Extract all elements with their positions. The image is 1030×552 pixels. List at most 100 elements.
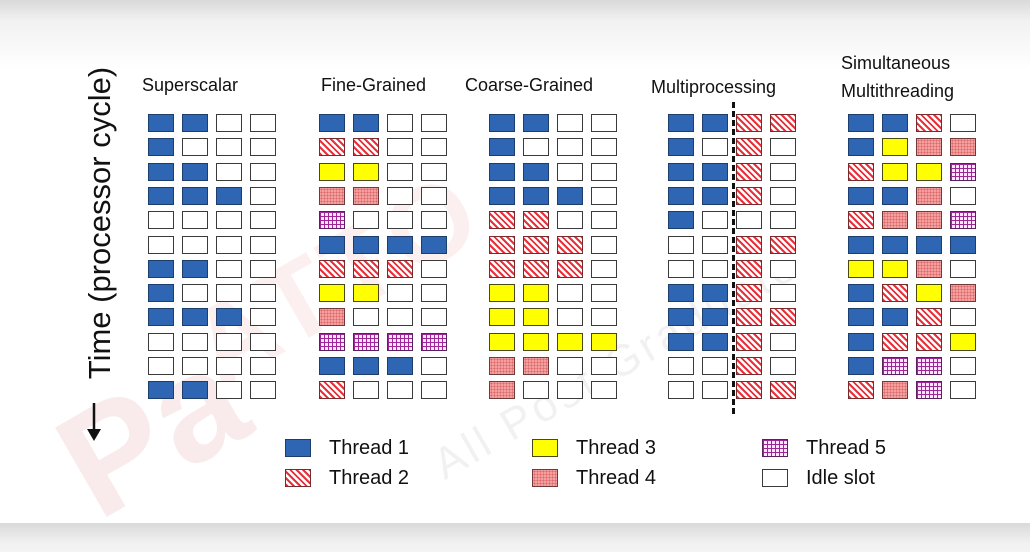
slot-cell — [591, 308, 617, 326]
slot-cell — [182, 260, 208, 278]
slot-cell — [216, 260, 242, 278]
slot-cell — [489, 114, 515, 132]
slot-cell — [216, 163, 242, 181]
slot-cell — [523, 357, 549, 375]
slot-cell — [387, 284, 413, 302]
slot-cell — [668, 236, 694, 254]
slot-cell — [216, 381, 242, 399]
slot-cell — [148, 381, 174, 399]
slot-cell — [848, 138, 874, 156]
slot-cell — [216, 308, 242, 326]
slot-cell — [916, 308, 942, 326]
slot-cell — [216, 114, 242, 132]
slot-cell — [523, 114, 549, 132]
panel-title: Superscalar — [142, 75, 239, 95]
slot-cell — [770, 381, 796, 399]
slot-cell — [668, 211, 694, 229]
slot-cell — [557, 381, 583, 399]
slot-cell — [148, 284, 174, 302]
slot-cell — [591, 211, 617, 229]
slot-cell — [489, 381, 515, 399]
slot-cell — [250, 236, 276, 254]
slot-cell — [950, 187, 976, 205]
legend-label-idle: Idle slot — [806, 467, 875, 489]
slot-cell — [489, 163, 515, 181]
slot-cell — [148, 236, 174, 254]
slot-cell — [702, 187, 728, 205]
slot-cell — [916, 333, 942, 351]
slot-cell — [353, 138, 379, 156]
time-axis-arrow — [87, 403, 101, 441]
slot-cell — [882, 187, 908, 205]
slot-cell — [557, 211, 583, 229]
slot-cell — [319, 284, 345, 302]
slot-cell — [148, 333, 174, 351]
slot-cell — [882, 333, 908, 351]
slot-cell — [668, 333, 694, 351]
slot-cell — [353, 114, 379, 132]
slot-cell — [387, 187, 413, 205]
slot-cell — [916, 138, 942, 156]
slot-cell — [916, 381, 942, 399]
slot-cell — [950, 284, 976, 302]
slot-cell — [736, 236, 762, 254]
panel-title: Multithreading — [841, 81, 955, 101]
slot-cell — [148, 211, 174, 229]
slot-cell — [353, 260, 379, 278]
slot-cell — [319, 381, 345, 399]
slot-cell — [387, 260, 413, 278]
slot-cell — [736, 211, 762, 229]
slot-cell — [950, 357, 976, 375]
slot-cell — [702, 284, 728, 302]
slot-cell — [668, 260, 694, 278]
slot-cell — [182, 114, 208, 132]
slot-cell — [319, 260, 345, 278]
slot-cell — [591, 333, 617, 351]
slot-cell — [736, 187, 762, 205]
slot-cell — [736, 260, 762, 278]
slot-cell — [387, 381, 413, 399]
slot-cell — [736, 308, 762, 326]
slot-cell — [148, 114, 174, 132]
panel-title: Coarse-Grained — [465, 75, 594, 95]
slot-cell — [421, 211, 447, 229]
slot-cell — [353, 211, 379, 229]
slot-cell — [882, 381, 908, 399]
slot-cell — [421, 114, 447, 132]
slot-cell — [702, 114, 728, 132]
slot-cell — [950, 138, 976, 156]
slot-cell — [668, 381, 694, 399]
slot-cell — [421, 187, 447, 205]
slot-cell — [421, 163, 447, 181]
slot-cell — [523, 381, 549, 399]
slot-cell — [591, 163, 617, 181]
legend-label-t2: Thread 2 — [329, 467, 410, 489]
slot-cell — [353, 284, 379, 302]
slot-cell — [557, 260, 583, 278]
slot-cell — [182, 211, 208, 229]
slot-cell — [736, 357, 762, 375]
slot-cell — [950, 381, 976, 399]
panel-title: Fine-Grained — [321, 75, 427, 95]
slot-cell — [216, 284, 242, 302]
slot-cell — [182, 308, 208, 326]
slot-cell — [148, 138, 174, 156]
slot-cell — [319, 114, 345, 132]
legend-swatch-t3 — [532, 439, 558, 457]
slot-cell — [591, 114, 617, 132]
slot-cell — [702, 138, 728, 156]
slot-cell — [216, 333, 242, 351]
slot-cell — [916, 211, 942, 229]
slot-cell — [216, 211, 242, 229]
slot-cell — [848, 308, 874, 326]
legend-swatch-idle — [762, 469, 788, 487]
slot-cell — [882, 357, 908, 375]
slot-cell — [523, 284, 549, 302]
slot-cell — [557, 236, 583, 254]
slot-cell — [848, 236, 874, 254]
slot-cell — [182, 333, 208, 351]
slot-cell — [702, 308, 728, 326]
slot-cell — [557, 138, 583, 156]
slot-cell — [353, 236, 379, 254]
slot-cell — [387, 114, 413, 132]
